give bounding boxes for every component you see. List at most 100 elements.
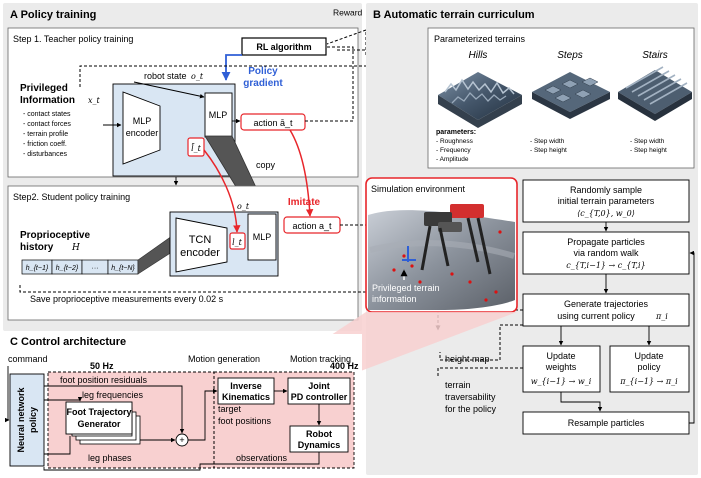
section-b-title: B Automatic terrain curriculum (373, 9, 535, 21)
student-obs-symbol: o_t (237, 202, 250, 211)
privileged-title-1: Privileged (20, 83, 68, 94)
ik-label-2: Kinematics (222, 392, 270, 402)
traversability-label-3: for the policy (445, 404, 497, 414)
stairs-terrain-image (618, 66, 692, 121)
foot-residuals-label: foot position residuals (60, 375, 148, 385)
terrain-name-stairs: Stairs (642, 50, 668, 61)
teacher-action-label: action ā_t (253, 118, 293, 128)
history-cells: h_{t−1} h_{t−2} ··· h_{t−N} (21, 259, 139, 275)
history-cell: h_{t−N} (111, 265, 135, 272)
privileged-item: - friction coeff. (23, 141, 67, 148)
mlp-encoder-shape (122, 91, 161, 165)
privileged-item: - contact states (23, 111, 71, 118)
privileged-symbol: x_t (88, 96, 101, 105)
update-policy-label-2: policy (637, 362, 661, 372)
proprio-title-1: Proprioceptive (20, 230, 90, 241)
tcn-label-1: TCN (189, 234, 212, 246)
sim-priv-label-2: information (372, 294, 417, 304)
hills-param: - Frequency (436, 147, 471, 154)
mlp-encoder-label-1: MLP (133, 116, 152, 126)
pd-label-1: Joint (308, 381, 330, 391)
teacher-action-box (240, 113, 306, 131)
teacher-mlp-box (204, 92, 233, 138)
ftg-label-2: Generator (77, 419, 121, 429)
motion-track-box (213, 371, 355, 469)
ik-box (217, 377, 275, 405)
save-note: Save proprioceptive measurements every 0… (30, 294, 224, 304)
sum-node-plus: + (179, 435, 184, 445)
control-arrows (4, 366, 322, 471)
terrain-name-hills: Hills (469, 50, 488, 61)
hills-param: - Amplitude (436, 156, 469, 163)
generate-symbol: π_i (655, 312, 668, 321)
nn-policy-label-1: Neural network (16, 387, 26, 453)
motion-gen-label: Motion generation (188, 354, 260, 364)
update-weights-box (522, 345, 601, 393)
stairs-param: - Step width (630, 138, 665, 145)
ftg-label-1: Foot Trajectory (66, 407, 131, 417)
tcn-encoder-shape (175, 217, 228, 273)
robot-dynamics-box (289, 425, 349, 453)
update-policy-label-1: Update (634, 351, 663, 361)
step2-title: Step2. Student policy training (13, 192, 130, 202)
privileged-item: - disturbances (23, 151, 67, 158)
privileged-item: - terrain profile (23, 131, 68, 138)
update-weights-symbol: w_{i−1} → w_i (531, 377, 592, 386)
sim-priv-label-1: Privileged terrain (372, 283, 440, 293)
propagate-symbol: c_{T,i−1} → c_{T,i} (566, 261, 645, 270)
robot-state-label: robot state (144, 71, 187, 81)
motion-gen-box (47, 371, 215, 469)
sample-symbol: ⟨c_{T,0}, w_0⟩ (577, 209, 635, 218)
propagate-label-1: Propagate particles (567, 237, 645, 247)
steps-terrain-image (532, 72, 610, 119)
ftg-box (65, 401, 133, 435)
tcn-label-2: encoder (180, 247, 220, 259)
policy-gradient-label-1: Policy (248, 66, 278, 77)
privileged-title-2: Information (20, 95, 75, 106)
update-weights-label-1: Update (546, 351, 575, 361)
leg-phases-label: leg phases (88, 453, 132, 463)
student-action-label: action a_t (292, 221, 332, 231)
copy-label: copy (256, 160, 276, 170)
student-latent-label: l_t (232, 238, 243, 247)
curriculum-arrows (558, 222, 695, 424)
ftg-stack (65, 401, 141, 445)
history-cell: h_{t−1} (26, 265, 49, 272)
imitate-label: Imitate (288, 197, 321, 208)
sample-label-1: Randomly sample (570, 185, 642, 195)
pd-label-2: PD controller (291, 392, 348, 402)
steps-param: - Step height (530, 147, 567, 154)
nn-policy-box (9, 373, 45, 467)
student-mlp-label: MLP (253, 232, 272, 242)
mlp-encoder-label-2: encoder (126, 128, 159, 138)
rl-algorithm-box (241, 37, 327, 56)
proprio-title-2: history (20, 242, 54, 253)
policy-gradient-arrow (221, 54, 242, 81)
hz400-label: 400 Hz (330, 361, 359, 371)
target-label-1: target (218, 404, 242, 414)
hills-param: - Roughness (436, 138, 474, 145)
propagate-label-2: via random walk (573, 248, 639, 258)
imitate-latent-arrow (203, 149, 241, 233)
history-cell: h_{t−2} (56, 265, 79, 272)
pd-box (287, 377, 351, 405)
imitate-action-arrow (289, 129, 314, 217)
params-title: parameters: (436, 129, 476, 136)
hills-terrain-image (438, 72, 522, 128)
nn-policy-label-2: policy (28, 407, 38, 433)
update-policy-symbol: π_{i−1} → π_i (619, 377, 678, 386)
rl-algorithm-label: RL algorithm (256, 42, 311, 52)
update-weights-label-2: weights (545, 362, 577, 372)
leg-freq-label: leg frequencies (82, 390, 144, 400)
reward-label: Reward (333, 7, 363, 17)
generate-label-1: Generate trajectories (564, 299, 649, 309)
traversability-label-2: traversability (445, 392, 496, 402)
sim-title: Simulation environment (371, 184, 466, 194)
policy-gradient-label-2: gradient (243, 78, 283, 89)
teacher-mlp-label: MLP (209, 110, 228, 120)
robot-state-arrow (133, 81, 205, 99)
section-a-title: A Policy training (10, 9, 96, 21)
motion-track-label: Motion tracking (290, 354, 351, 364)
resample-label: Resample particles (568, 418, 645, 428)
terrain-name-steps: Steps (557, 50, 583, 61)
